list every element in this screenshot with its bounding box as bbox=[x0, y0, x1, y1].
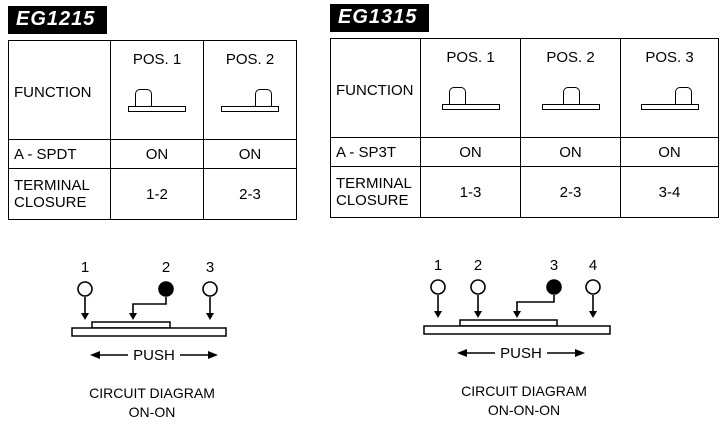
terminal-closure-line1: TERMINAL bbox=[14, 177, 90, 194]
closure-value: 3-4 bbox=[620, 166, 719, 218]
terminal-number: 3 bbox=[206, 259, 214, 276]
actuator-knob bbox=[255, 89, 272, 107]
terminal-closure-row: TERMINAL CLOSURE 1-2 2-3 bbox=[8, 168, 297, 220]
function-row-value: ON bbox=[520, 137, 621, 167]
terminal-arrows bbox=[434, 295, 597, 318]
eg1215-title: EG1215 bbox=[8, 6, 108, 34]
actuator-knob bbox=[674, 87, 692, 105]
terminal-number: 3 bbox=[550, 257, 558, 274]
caption-title: CIRCUIT DIAGRAM bbox=[89, 385, 215, 401]
eg1315-function-table: FUNCTION POS. 1 POS. 2 POS. 3 bbox=[330, 38, 719, 218]
eg1315-caption: CIRCUIT DIAGRAM ON-ON-ON bbox=[330, 382, 718, 420]
slide-actuator-pos1-icon bbox=[441, 82, 500, 110]
function-row-label: A - SPDT bbox=[8, 139, 111, 169]
closure-value: 1-2 bbox=[110, 168, 204, 220]
actuator-base bbox=[128, 106, 186, 112]
eg1215-circuit-diagram: 1 2 3 PUSH bbox=[8, 258, 296, 422]
pos2-label: POS. 2 bbox=[546, 49, 595, 66]
slide-actuator-pos3-icon bbox=[640, 82, 699, 110]
pos1-header-cell: POS. 1 bbox=[420, 38, 521, 138]
function-row: A - SP3T ON ON ON bbox=[330, 137, 719, 167]
eg1215-function-table: FUNCTION POS. 1 POS. 2 A - bbox=[8, 40, 297, 220]
terminal-closure-label: TERMINAL CLOSURE bbox=[8, 168, 111, 220]
terminal-circle bbox=[430, 279, 446, 295]
pos1-header-cell: POS. 1 bbox=[110, 40, 204, 140]
terminal-closure-line1: TERMINAL bbox=[336, 175, 412, 192]
eg1315-circuit-diagram: 1 2 3 4 bbox=[330, 256, 718, 420]
function-row-value: ON bbox=[620, 137, 719, 167]
terminal-circle bbox=[202, 281, 218, 297]
push-direction-arrows: PUSH bbox=[457, 345, 585, 362]
closure-value: 2-3 bbox=[203, 168, 297, 220]
terminal-number: 2 bbox=[474, 257, 482, 274]
terminal-closure-line2: CLOSURE bbox=[336, 192, 409, 209]
push-label: PUSH bbox=[133, 347, 175, 364]
terminal-arrows bbox=[81, 297, 214, 320]
caption-mode: ON-ON bbox=[128, 403, 176, 420]
terminal-circle bbox=[470, 279, 486, 295]
common-terminal-circle bbox=[158, 281, 174, 297]
pos2-header-cell: POS. 2 bbox=[203, 40, 297, 140]
pos3-label: POS. 3 bbox=[645, 49, 694, 66]
terminal-number: 1 bbox=[434, 257, 442, 274]
push-direction-arrows: PUSH bbox=[90, 347, 218, 364]
terminal-number: 1 bbox=[81, 259, 89, 276]
actuator-base bbox=[441, 104, 500, 110]
terminal-number: 2 bbox=[162, 259, 170, 276]
pos1-label: POS. 1 bbox=[446, 49, 495, 66]
common-terminal-circle bbox=[546, 279, 562, 295]
switch-body bbox=[423, 319, 611, 335]
closure-value: 2-3 bbox=[520, 166, 621, 218]
eg1315-circuit-svg: 1 2 3 4 bbox=[423, 257, 611, 362]
caption-mode: ON-ON-ON bbox=[487, 401, 561, 418]
actuator-base bbox=[640, 104, 699, 110]
eg1215-panel: EG1215 FUNCTION POS. 1 POS. 2 bbox=[8, 6, 297, 422]
actuator-knob bbox=[562, 87, 580, 105]
function-row-value: ON bbox=[420, 137, 521, 167]
actuator-base bbox=[541, 104, 600, 110]
eg1315-title: EG1315 bbox=[330, 4, 430, 32]
function-row: A - SPDT ON ON bbox=[8, 139, 297, 169]
terminal-closure-line2: CLOSURE bbox=[14, 194, 87, 211]
terminal-closure-row: TERMINAL CLOSURE 1-3 2-3 3-4 bbox=[330, 166, 719, 218]
slide-actuator-pos1-icon bbox=[128, 84, 186, 112]
actuator-knob bbox=[135, 89, 152, 107]
slide-actuator-pos2-icon bbox=[541, 82, 600, 110]
terminal-circle bbox=[77, 281, 93, 297]
terminal-circle bbox=[585, 279, 601, 295]
switch-body bbox=[71, 321, 227, 337]
caption-title: CIRCUIT DIAGRAM bbox=[461, 383, 587, 399]
terminal-closure-label: TERMINAL CLOSURE bbox=[330, 166, 421, 218]
pos2-label: POS. 2 bbox=[225, 51, 275, 68]
terminal-number: 4 bbox=[589, 257, 597, 274]
closure-value: 1-3 bbox=[420, 166, 521, 218]
function-row-value: ON bbox=[203, 139, 297, 169]
pos1-label: POS. 1 bbox=[132, 51, 182, 68]
slide-actuator-pos2-icon bbox=[221, 84, 279, 112]
push-label: PUSH bbox=[500, 345, 542, 362]
eg1215-caption: CIRCUIT DIAGRAM ON-ON bbox=[8, 384, 296, 422]
function-header-cell: FUNCTION bbox=[330, 38, 421, 138]
function-row-label: A - SP3T bbox=[330, 137, 421, 167]
pos3-header-cell: POS. 3 bbox=[620, 38, 719, 138]
eg1215-circuit-svg: 1 2 3 PUSH bbox=[71, 259, 227, 364]
function-row-value: ON bbox=[110, 139, 204, 169]
pos2-header-cell: POS. 2 bbox=[520, 38, 621, 138]
eg1315-panel: EG1315 FUNCTION POS. 1 POS. 2 bbox=[330, 4, 719, 420]
actuator-base bbox=[221, 106, 279, 112]
function-header-cell: FUNCTION bbox=[8, 40, 111, 140]
actuator-knob bbox=[448, 87, 466, 105]
